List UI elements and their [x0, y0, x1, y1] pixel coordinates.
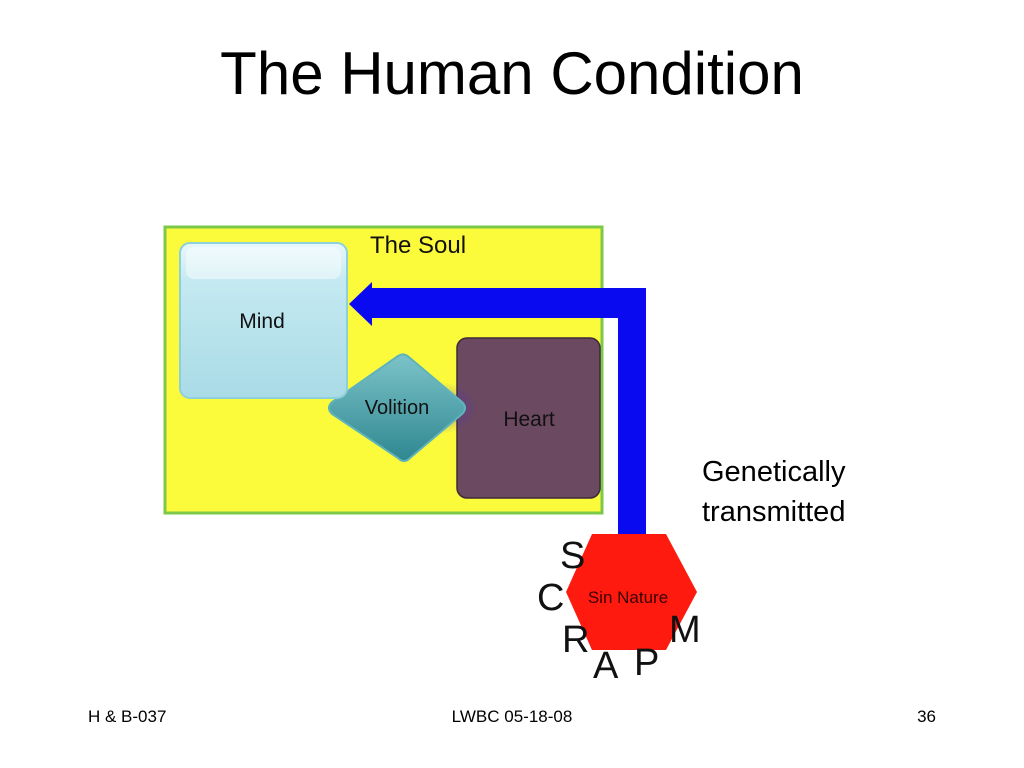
side-note-line-2: transmitted	[702, 496, 846, 528]
mind-highlight	[186, 247, 341, 279]
side-note-line-1: Genetically	[702, 456, 846, 488]
transmission-arrow	[349, 282, 646, 540]
letter-m: M	[669, 609, 701, 651]
footer-page-number: 36	[917, 707, 936, 726]
volition-diamond	[328, 353, 466, 462]
sin-nature-hexagon	[566, 534, 697, 650]
letter-a: A	[593, 645, 619, 687]
slide-title: The Human Condition	[220, 40, 804, 107]
mind-label: Mind	[239, 310, 285, 333]
sin-nature-label: Sin Nature	[588, 588, 668, 607]
volition-label: Volition	[365, 397, 430, 419]
genetically-transmitted-note: Genetically transmitted	[702, 452, 902, 532]
footer-center: LWBC 05-18-08	[451, 707, 573, 726]
letter-r: R	[562, 619, 589, 661]
letter-p: P	[634, 642, 659, 684]
soul-label: The Soul	[370, 232, 466, 259]
heart-label: Heart	[503, 408, 555, 431]
letter-s: S	[560, 535, 585, 577]
letter-c: C	[537, 577, 564, 619]
mind-box	[179, 242, 348, 399]
footer-left: H & B-037	[88, 707, 167, 726]
